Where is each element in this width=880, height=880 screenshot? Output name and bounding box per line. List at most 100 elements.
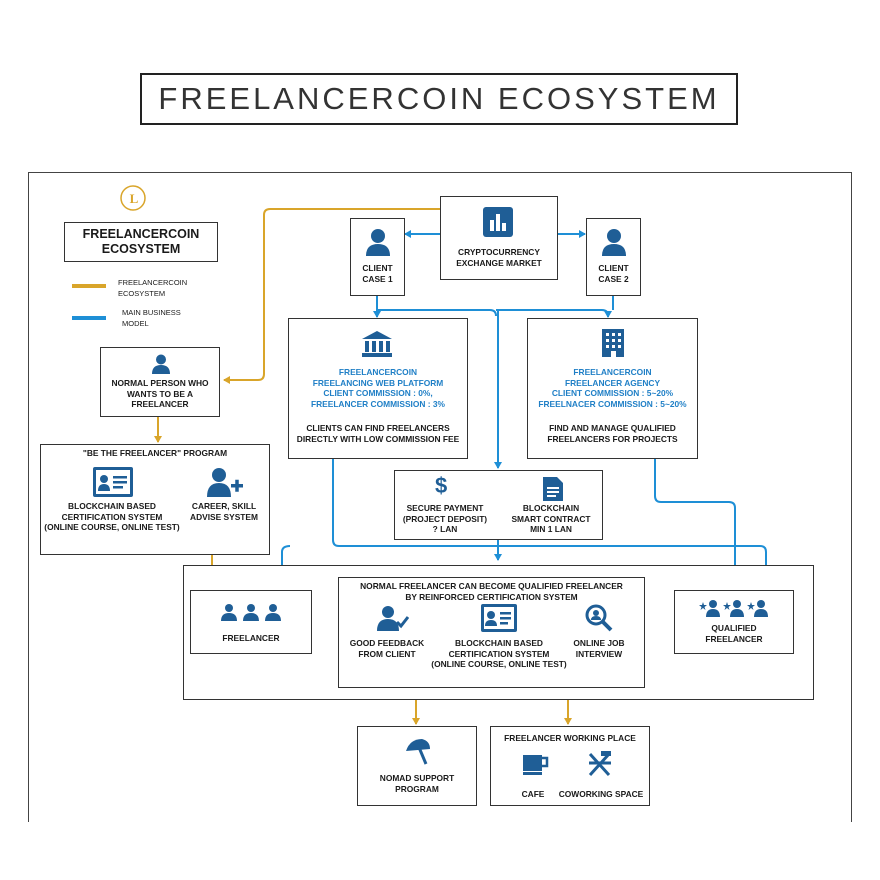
user-icon [366, 229, 390, 256]
normal-person-box: NORMAL PERSON WHO WANTS TO BE A FREELANC… [100, 347, 220, 417]
client1-line2: CASE 1 [362, 273, 393, 284]
working-cafe-label: CAFE [521, 789, 545, 799]
legend-business-label: MAIN BUSINESS MODEL [122, 308, 181, 329]
reinforce-cert-line3: (ONLINE COURSE, ONLINE TEST) [431, 659, 567, 669]
nomad-line2: PROGRAM [395, 783, 439, 794]
agency-name-line2: FREELANCER AGENCY [564, 377, 661, 388]
agency-name-line3: CLIENT COMMISSION : 5~20% [551, 388, 674, 398]
legend-ecosystem-line2: ECOSYSTEM [118, 288, 166, 298]
working-cowork-label: COWORKING SPACE [558, 789, 644, 799]
agency-name-line4: FREELNACER COMMISSION : 5~20% [538, 398, 687, 409]
program-career-line2: ADVISE SYSTEM [190, 511, 258, 522]
document-icon [543, 477, 563, 501]
program-cert-line3: (ONLINE COURSE, ONLINE TEST) [44, 522, 180, 532]
platform-desc-line2: DIRECTLY WITH LOW COMMISSION FEE [296, 433, 460, 444]
legend-business-line2: MODEL [122, 318, 149, 328]
user-search-icon [585, 604, 613, 632]
biz-line-agency-qualified [654, 459, 739, 588]
user-check-icon [377, 606, 409, 631]
biz-line-client1-agency [377, 309, 497, 317]
program-title: "BE THE FREELANCER" PROGRAM [82, 448, 228, 458]
reinforce-cert-line2: CERTIFICATION SYSTEM [448, 648, 550, 659]
star-group-icon [699, 600, 768, 617]
nomad-box: NOMAD SUPPORT PROGRAM [357, 726, 477, 806]
reinforce-cert-line1: BLOCKCHAIN BASED [455, 638, 543, 648]
coffee-cup-icon [523, 755, 549, 775]
client2-line1: CLIENT [598, 263, 629, 273]
working-place-box: FREELANCER WORKING PLACE CAFE COWORKING … [490, 726, 650, 806]
bank-icon [362, 331, 392, 357]
client1-box: CLIENT CASE 1 [350, 218, 405, 296]
certificate-icon [93, 467, 133, 497]
certificate-icon [481, 604, 517, 632]
title-box: FREELANCERCOIN ECOSYSTEM [140, 73, 738, 125]
freelancer-box: FREELANCER [190, 590, 312, 654]
payment-contract-line3: MIN 1 LAN [530, 524, 572, 534]
biz-line-to-agency [496, 309, 612, 318]
qualified-box: QUALIFIED FREELANCER [674, 590, 794, 654]
reinforce-box: NORMAL FREELANCER CAN BECOME QUALIFIED F… [338, 577, 645, 688]
agency-desc-line1: FIND AND MANAGE QUALIFIED [549, 423, 676, 433]
client1-line1: CLIENT [362, 263, 393, 273]
legend-business-line1: MAIN BUSINESS [122, 308, 181, 317]
qualified-line2: FREELANCER [705, 633, 763, 644]
program-cert-line1: BLOCKCHAIN BASED [68, 501, 156, 511]
reinforce-interview-line2: INTERVIEW [575, 648, 623, 659]
payment-secure-line3: ? LAN [432, 524, 458, 534]
reinforce-interview-line1: ONLINE JOB [573, 638, 625, 648]
biz-line-platform-down [332, 459, 770, 588]
payment-box: $ SECURE PAYMENT (PROJECT DEPOSIT) ? LAN… [394, 470, 603, 540]
payment-contract-line2: SMART CONTRACT [511, 513, 591, 524]
payment-contract-line1: BLOCKCHAIN [522, 503, 580, 513]
qualified-line1: QUALIFIED [711, 623, 757, 633]
normal-person-line3: FREELANCER [131, 399, 189, 409]
client2-box: CLIENT CASE 2 [586, 218, 641, 296]
exchange-line1: CRYPTOCURRENCY [458, 247, 540, 257]
eco-line-exchange-normal [223, 208, 440, 384]
platform-box: FREELANCERCOIN FREELANCING WEB PLATFORM … [288, 318, 468, 459]
working-title: FREELANCER WORKING PLACE [504, 733, 636, 743]
program-box: "BE THE FREELANCER" PROGRAM BLOCKCHAIN B… [40, 444, 270, 555]
platform-name-line1: FREELANCERCOIN [338, 367, 418, 377]
payment-secure-line2: (PROJECT DEPOSIT) [402, 513, 488, 524]
normal-person-line2: WANTS TO BE A [126, 388, 194, 399]
legend-title-box: FREELANCERCOIN ECOSYSTEM [64, 222, 218, 262]
dollar-icon: $ [435, 473, 448, 498]
reinforce-feedback-line2: FROM CLIENT [358, 648, 416, 659]
chart-icon [483, 207, 513, 237]
desk-chair-icon [588, 751, 611, 777]
diagram-frame [28, 172, 852, 822]
exchange-box: CRYPTOCURRENCY EXCHANGE MARKET [440, 196, 558, 280]
exchange-line2: EXCHANGE MARKET [456, 257, 542, 268]
building-icon [602, 329, 624, 357]
add-user-icon [207, 468, 243, 497]
legend-ecosystem-label: FREELANCERCOIN ECOSYSTEM [118, 278, 187, 299]
program-cert-line2: CERTIFICATION SYSTEM [61, 511, 163, 522]
freelancer-label: FREELANCER [222, 633, 280, 643]
user-icon [602, 229, 626, 256]
user-icon [152, 354, 170, 374]
normal-person-line1: NORMAL PERSON WHO [111, 378, 209, 388]
legend-title-line2: ECOSYSTEM [101, 242, 181, 256]
agency-box: FREELANCERCOIN FREELANCER AGENCY CLIENT … [527, 318, 698, 459]
payment-secure-line1: SECURE PAYMENT [406, 503, 484, 513]
nomad-line1: NOMAD SUPPORT [379, 773, 455, 783]
platform-desc-line1: CLIENTS CAN FIND FREELANCERS [306, 423, 450, 433]
platform-name-line4: FREELANCER COMMISSION : 3% [310, 398, 445, 409]
agency-desc-line2: FREELANCERS FOR PROJECTS [547, 433, 678, 444]
umbrella-icon [406, 739, 430, 765]
page-title: FREELANCERCOIN ECOSYSTEM [158, 81, 720, 116]
biz-line-to-freelancer [278, 545, 291, 588]
platform-name-line2: FREELANCING WEB PLATFORM [312, 377, 444, 388]
legend-ecosystem-line1: FREELANCERCOIN [118, 278, 188, 287]
reinforce-feedback-line1: GOOD FEEDBACK [349, 638, 425, 648]
reinforce-title-line1: NORMAL FREELANCER CAN BECOME QUALIFIED F… [360, 581, 623, 591]
reinforce-title-line2: BY REINFORCED CERTIFICATION SYSTEM [405, 591, 578, 602]
legend-title-line1: FREELANCERCOIN [82, 227, 200, 241]
group-icon [221, 604, 281, 621]
program-career-line1: CAREER, SKILL [191, 501, 257, 511]
client2-line2: CASE 2 [598, 273, 629, 284]
agency-name-line1: FREELANCERCOIN [573, 367, 652, 377]
platform-name-line3: CLIENT COMMISSION : 0%, [323, 388, 433, 398]
